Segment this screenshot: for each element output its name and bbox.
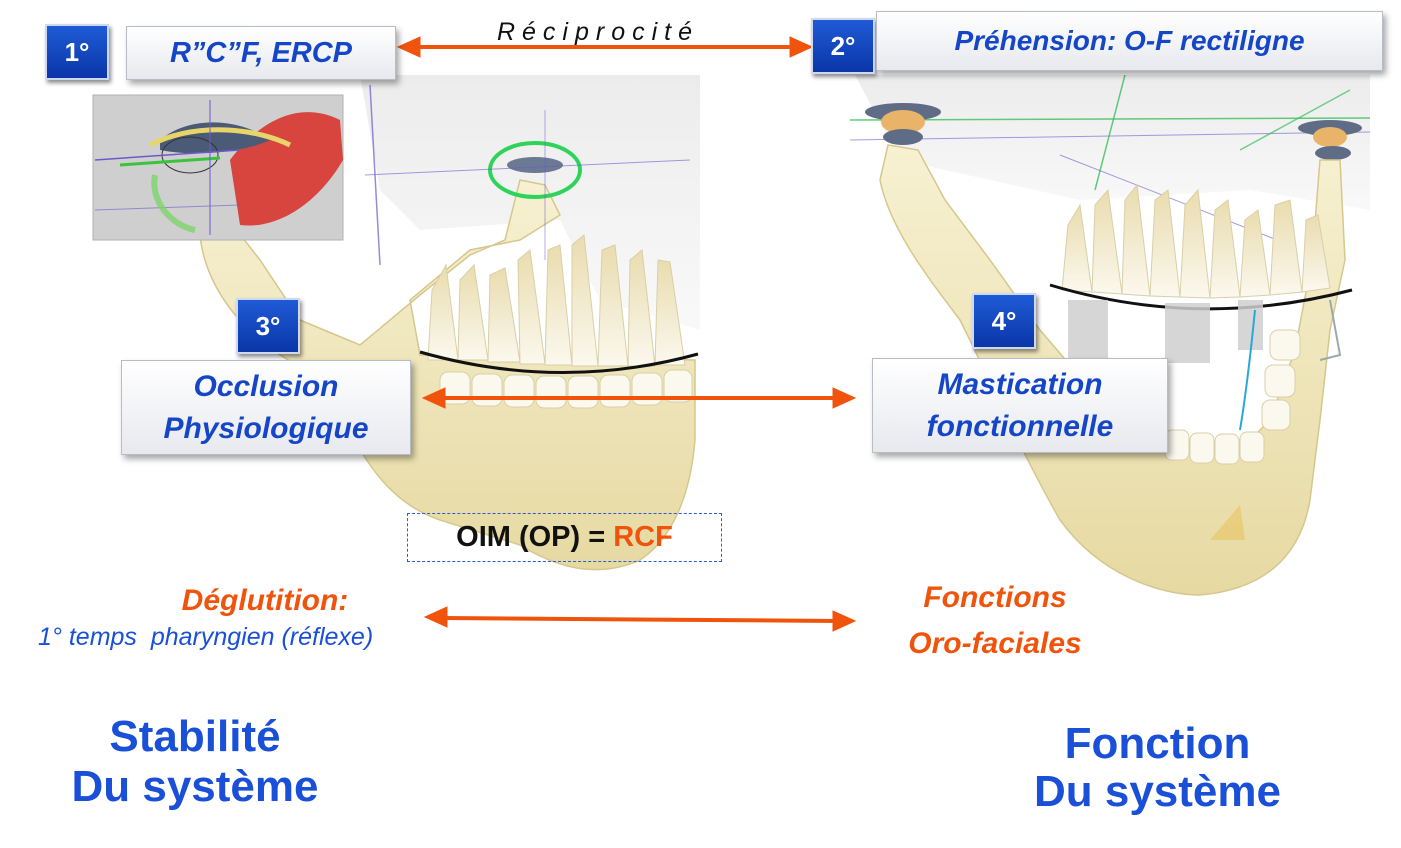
stability-line2: Du système bbox=[71, 762, 319, 811]
step-3-line2: Physiologique bbox=[163, 411, 369, 445]
step-3-line1: Occlusion bbox=[193, 369, 339, 403]
mandible-frontal bbox=[849, 74, 1371, 596]
step-1-number: 1° bbox=[45, 24, 109, 80]
step-3-number: 3° bbox=[236, 298, 300, 354]
deglutition-functions-arrow bbox=[423, 606, 857, 632]
equation-prefix: OIM (OP) = bbox=[456, 521, 614, 553]
skull-ghost-right bbox=[855, 75, 1370, 210]
stability-heading: Stabilité Du système bbox=[30, 712, 360, 812]
stability-line1: Stabilité bbox=[109, 712, 281, 761]
tmj-inset-image bbox=[92, 94, 344, 241]
equation-box: OIM (OP) = RCF bbox=[407, 513, 722, 562]
step-2-text: Préhension: O-F rectiligne bbox=[954, 25, 1305, 56]
equation-highlight: RCF bbox=[613, 521, 673, 553]
step-4-label: Mastication fonctionnelle bbox=[872, 358, 1168, 453]
function-line2: Du système bbox=[1033, 767, 1281, 816]
oro-facial-line2: Oro-faciales bbox=[908, 627, 1082, 660]
reciprocity-label: Réciprocité bbox=[497, 18, 699, 46]
step-1-text: R”C”F, ERCP bbox=[169, 36, 353, 69]
step-3-label: Occlusion Physiologique bbox=[121, 360, 411, 455]
function-heading: Fonction Du système bbox=[990, 720, 1325, 816]
occlusion-mastication-arrow bbox=[421, 387, 857, 409]
reciprocity-arrow bbox=[396, 36, 814, 58]
deglutition-title: Déglutition: bbox=[181, 584, 349, 617]
function-line1: Fonction bbox=[1064, 719, 1251, 768]
step-4-line1: Mastication bbox=[937, 367, 1103, 401]
step-4-number: 4° bbox=[972, 293, 1036, 349]
step-2-number: 2° bbox=[811, 18, 875, 74]
step-2-label: Préhension: O-F rectiligne bbox=[876, 11, 1383, 71]
oro-facial-functions: Fonctions Oro-faciales bbox=[860, 575, 1130, 667]
deglutition-subtitle: 1° temps pharyngien (réflexe) bbox=[38, 623, 374, 651]
oro-facial-line1: Fonctions bbox=[923, 581, 1067, 614]
step-1-label: R”C”F, ERCP bbox=[126, 26, 396, 80]
step-4-line2: fonctionnelle bbox=[926, 409, 1114, 443]
